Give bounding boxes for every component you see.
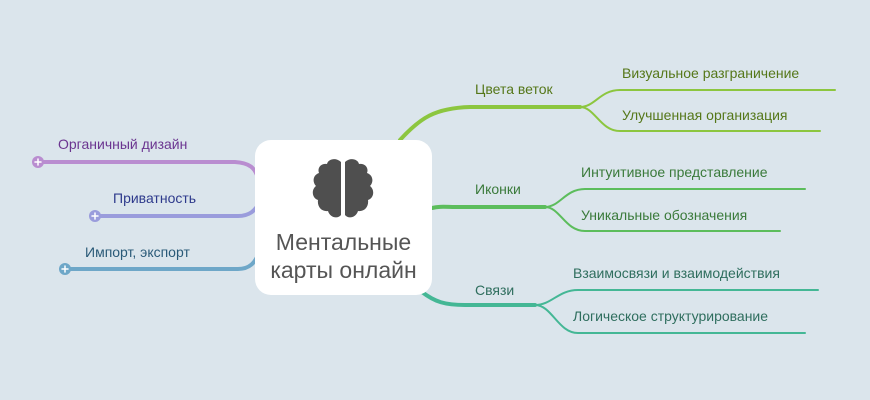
branch-organic-design[interactable]: Органичный дизайн — [58, 136, 188, 152]
branch-line-privacy — [93, 203, 260, 218]
subbranch-unique-notation[interactable]: Уникальные обозначения — [581, 207, 748, 223]
expand-organic-design-button[interactable] — [32, 156, 44, 168]
brain-icon — [312, 159, 374, 218]
expand-import-export-button[interactable] — [59, 263, 71, 275]
title-line-1: Ментальные — [275, 229, 412, 255]
branch-line-links — [420, 290, 537, 307]
branch-privacy[interactable]: Приватность — [113, 190, 197, 206]
subbranch-improved-organization[interactable]: Улучшенная организация — [622, 107, 788, 123]
subbranch-visual-separation[interactable]: Визуальное разграничение — [622, 65, 800, 81]
branch-import-export[interactable]: Импорт, экспорт — [85, 244, 190, 260]
expand-privacy-button[interactable] — [89, 210, 101, 222]
central-topic-title: Ментальные карты онлайн — [255, 228, 432, 284]
branch-line-organic-design — [36, 160, 260, 180]
branch-line-icons — [430, 204, 547, 210]
title-line-2: карты онлайн — [270, 257, 417, 283]
branch-icons[interactable]: Иконки — [475, 181, 521, 197]
branch-links[interactable]: Связи — [475, 282, 515, 298]
subbranch-intuitive-representation[interactable]: Интуитивное представление — [581, 164, 768, 180]
subbranch-interrelations[interactable]: Взаимосвязи и взаимодействия — [573, 265, 780, 281]
central-topic[interactable]: Ментальные карты онлайн — [255, 140, 432, 295]
subbranch-logical-structuring[interactable]: Логическое структурирование — [573, 308, 769, 324]
branch-line-colors — [398, 105, 582, 142]
branch-colors[interactable]: Цвета веток — [475, 81, 553, 97]
